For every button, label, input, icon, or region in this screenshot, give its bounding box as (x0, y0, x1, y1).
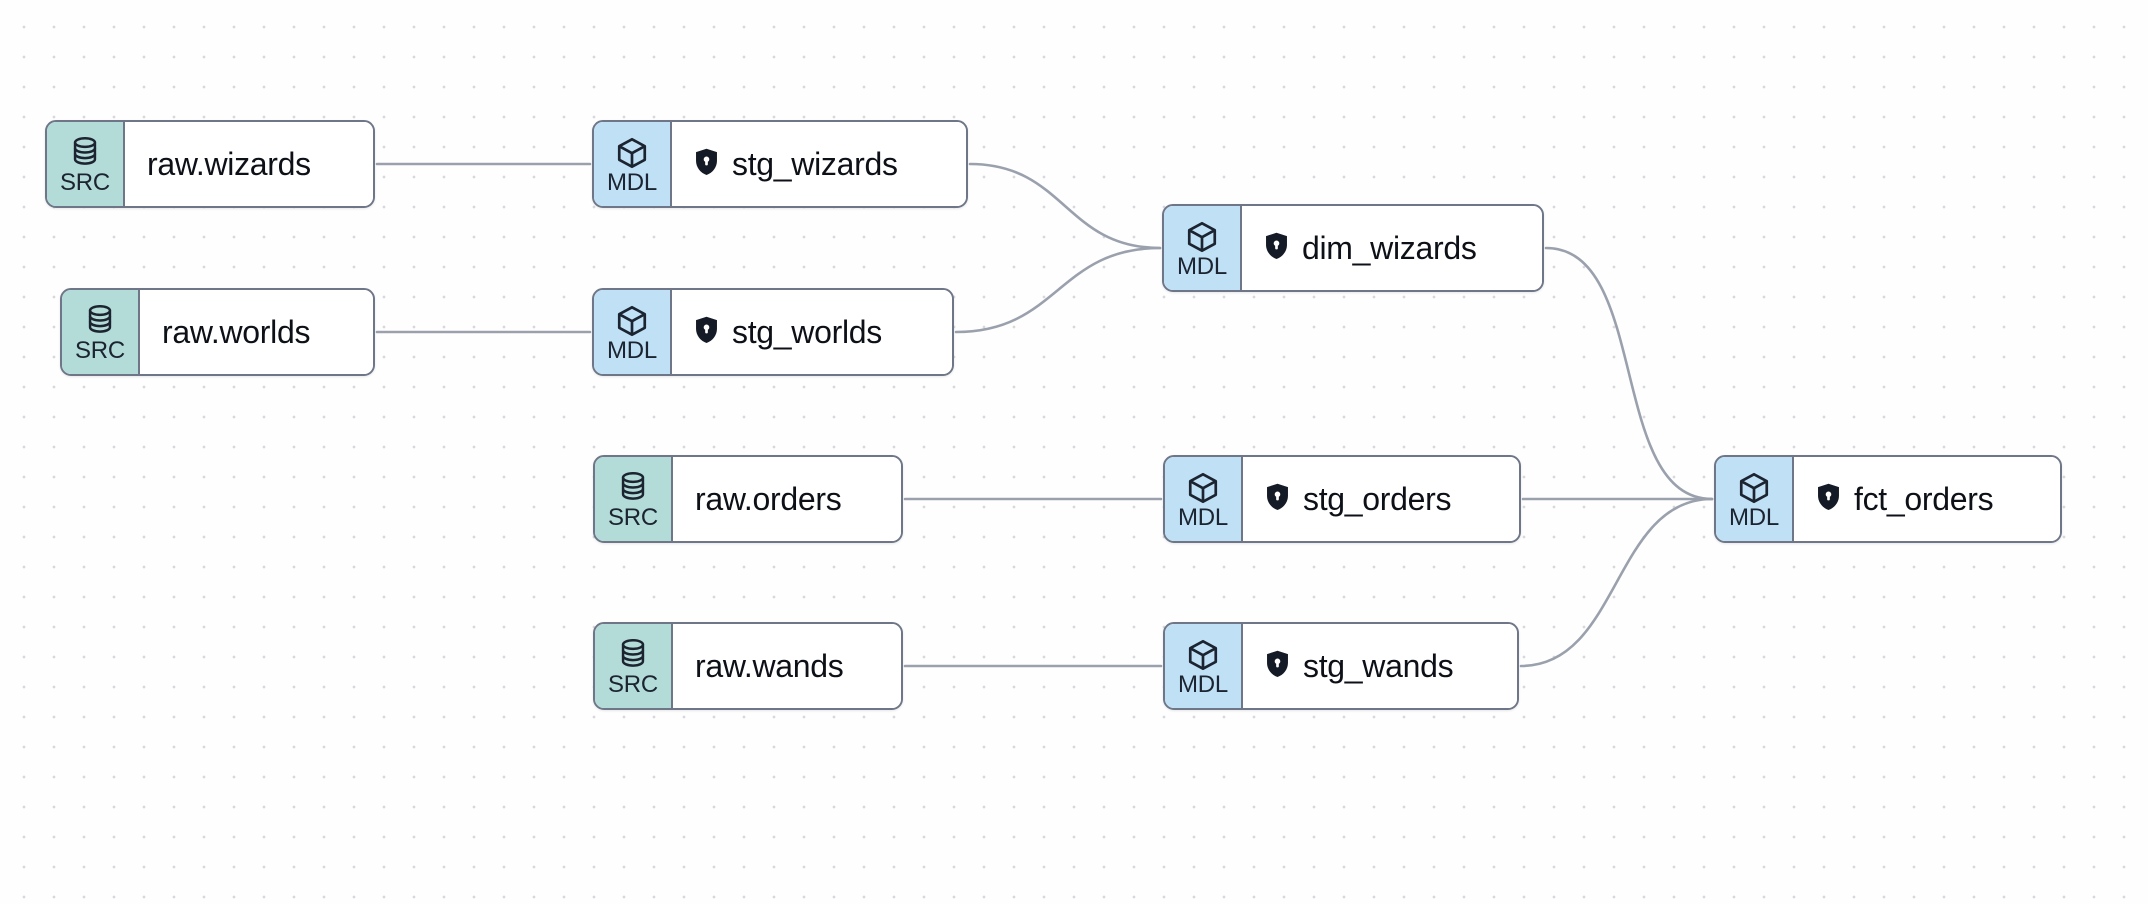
node-label: stg_worlds (672, 290, 952, 374)
cube-icon (1185, 220, 1219, 254)
edge-stg-wands-to-fct-orders (1519, 497, 1714, 668)
node-type-badge-mdl: MDL (1165, 624, 1243, 708)
node-raw-wizards[interactable]: SRC raw.wizards (45, 120, 375, 208)
node-stg-wands[interactable]: MDL stg_wands (1163, 622, 1519, 710)
node-name: stg_worlds (732, 314, 882, 350)
node-type-badge-mdl: MDL (594, 122, 672, 206)
node-stg-orders[interactable]: MDL stg_orders (1163, 455, 1521, 543)
node-name: raw.worlds (162, 314, 311, 350)
node-name: raw.wands (695, 648, 844, 684)
shield-lock-icon (694, 316, 719, 349)
cube-icon (615, 136, 649, 170)
node-raw-worlds[interactable]: SRC raw.worlds (60, 288, 375, 376)
node-label: stg_wands (1243, 624, 1517, 708)
node-type-badge-src: SRC (595, 457, 673, 541)
badge-label: MDL (606, 336, 658, 364)
node-name: raw.wizards (147, 146, 311, 182)
shield-lock-icon (694, 148, 719, 181)
shield-lock-icon (1265, 483, 1290, 516)
node-name: fct_orders (1854, 481, 1994, 517)
shield-lock-icon (1265, 650, 1290, 683)
node-raw-orders[interactable]: SRC raw.orders (593, 455, 903, 543)
badge-label: MDL (1177, 670, 1229, 698)
edge-stg-worlds-to-dim-wizards (954, 246, 1162, 334)
edge-dim-wizards-to-fct-orders (1544, 246, 1714, 501)
node-label: raw.wands (673, 624, 901, 708)
node-label: stg_wizards (672, 122, 966, 206)
node-type-badge-mdl: MDL (1716, 457, 1794, 541)
node-label: raw.orders (673, 457, 901, 541)
cube-icon (1737, 471, 1771, 505)
badge-label: SRC (74, 336, 126, 364)
node-name: stg_orders (1303, 481, 1452, 517)
database-icon (84, 304, 116, 338)
badge-label: SRC (607, 503, 659, 531)
node-dim-wizards[interactable]: MDL dim_wizards (1162, 204, 1544, 292)
node-stg-wizards[interactable]: MDL stg_wizards (592, 120, 968, 208)
badge-label: MDL (606, 168, 658, 196)
badge-label: MDL (1728, 503, 1780, 531)
node-type-badge-mdl: MDL (1165, 457, 1243, 541)
node-name: stg_wizards (732, 146, 898, 182)
node-type-badge-mdl: MDL (1164, 206, 1242, 290)
node-label: raw.wizards (125, 122, 373, 206)
badge-label: MDL (1176, 252, 1228, 280)
cube-icon (615, 304, 649, 338)
node-stg-worlds[interactable]: MDL stg_worlds (592, 288, 954, 376)
node-type-badge-src: SRC (595, 624, 673, 708)
database-icon (617, 471, 649, 505)
shield-lock-icon (1264, 232, 1289, 265)
node-label: fct_orders (1794, 457, 2060, 541)
node-name: dim_wizards (1302, 230, 1477, 266)
cube-icon (1186, 471, 1220, 505)
database-icon (617, 638, 649, 672)
node-raw-wands[interactable]: SRC raw.wands (593, 622, 903, 710)
badge-label: SRC (59, 168, 111, 196)
node-fct-orders[interactable]: MDL fct_orders (1714, 455, 2062, 543)
node-type-badge-mdl: MDL (594, 290, 672, 374)
node-type-badge-src: SRC (47, 122, 125, 206)
edge-stg-wizards-to-dim-wizards (968, 162, 1162, 250)
node-type-badge-src: SRC (62, 290, 140, 374)
node-label: dim_wizards (1242, 206, 1542, 290)
node-name: stg_wands (1303, 648, 1454, 684)
database-icon (69, 136, 101, 170)
node-label: stg_orders (1243, 457, 1519, 541)
shield-lock-icon (1816, 483, 1841, 516)
badge-label: SRC (607, 670, 659, 698)
node-label: raw.worlds (140, 290, 373, 374)
node-name: raw.orders (695, 481, 842, 517)
cube-icon (1186, 638, 1220, 672)
badge-label: MDL (1177, 503, 1229, 531)
